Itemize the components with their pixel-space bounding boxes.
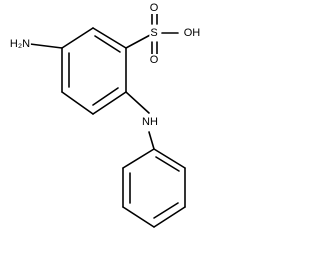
bond-ring1-double-a <box>94 35 121 53</box>
bond-ring1-c1-c2 <box>92 27 127 49</box>
sulfur-label: S <box>149 27 159 39</box>
oxygen-top-label: O <box>148 2 160 14</box>
bond-c2-sulfur <box>125 33 153 49</box>
bond-ring2-double-b <box>153 202 179 219</box>
bond-ring2-c3-c4 <box>153 206 186 228</box>
amine-label: H₂N <box>8 38 32 50</box>
bond-nh-ring2 <box>148 131 155 150</box>
chemical-structure-figure: H₂N O S O OH NH <box>8 2 202 228</box>
bond-ring2-c6-c1 <box>122 148 155 169</box>
bond-ring2-c4-c5 <box>122 206 155 228</box>
bond-ring1-c4-c5 <box>61 91 94 115</box>
bond-ring1-double-b <box>92 87 119 106</box>
bond-ring1-c6-c1 <box>61 27 94 49</box>
bond-ring1-c3-c4 <box>92 91 127 115</box>
bond-skeleton <box>29 12 186 228</box>
bond-ring2-c1-c2 <box>153 148 186 169</box>
bond-c6-amine <box>29 43 63 49</box>
hydroxyl-label: OH <box>182 27 202 39</box>
imino-label: NH <box>141 116 159 128</box>
oxygen-bottom-label: O <box>148 54 160 66</box>
bond-ring2-double-a <box>155 156 180 172</box>
bond-c3-nh <box>125 91 150 114</box>
